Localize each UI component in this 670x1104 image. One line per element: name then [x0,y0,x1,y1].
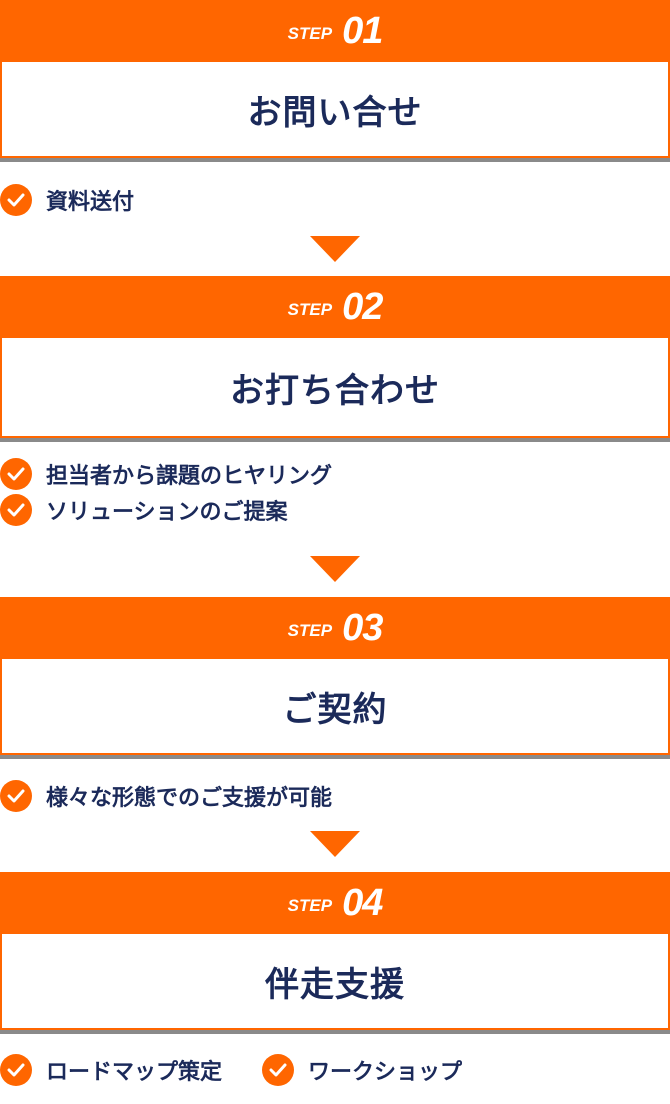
list-item: ワークショップ [262,1054,462,1086]
step-02-items: 担当者から課題のヒヤリング ソリューションのご提案 [0,458,332,544]
step-01: STEP 01 お問い合せ [0,0,670,158]
check-circle-icon [262,1054,295,1086]
step-04-items: ロードマップ策定 ワークショップ [0,1054,502,1104]
step-title: お問い合せ [0,62,670,158]
step-04: STEP 04 伴走支援 [0,872,670,1030]
step-01-items: 資料送付 [0,184,134,234]
step-number: 03 [342,606,383,649]
step-label: STEP [287,896,333,915]
list-item: 様々な形態でのご支援が可能 [0,780,332,812]
step-title: ご契約 [0,659,670,755]
step-header: STEP 02 [0,276,670,338]
list-item: ロードマップ策定 [0,1054,222,1086]
step-header: STEP 01 [0,0,670,62]
step-03: STEP 03 ご契約 [0,597,670,755]
step-03-items: 様々な形態でのご支援が可能 [0,780,332,830]
step-header: STEP 03 [0,597,670,659]
step-02: STEP 02 お打ち合わせ [0,276,670,438]
check-circle-icon [0,494,32,526]
step-number: 01 [342,9,383,52]
check-circle-icon [0,1054,32,1086]
list-item: 資料送付 [0,184,134,216]
step-number: 04 [342,881,383,924]
step-header: STEP 04 [0,872,670,934]
list-item: ソリューションのご提案 [0,494,332,526]
arrow-down-triangle-icon [310,556,360,582]
step-label: STEP [287,300,333,319]
step-title: 伴走支援 [0,934,670,1030]
list-item: 担当者から課題のヒヤリング [0,458,332,490]
step-title: お打ち合わせ [0,338,670,438]
step-number: 02 [342,285,383,328]
check-circle-icon [0,184,32,216]
arrow-down-triangle-icon [310,831,360,857]
step-label: STEP [287,621,333,640]
check-circle-icon [0,780,32,812]
step-label: STEP [287,24,333,43]
check-circle-icon [0,458,32,490]
arrow-down-triangle-icon [310,236,360,262]
